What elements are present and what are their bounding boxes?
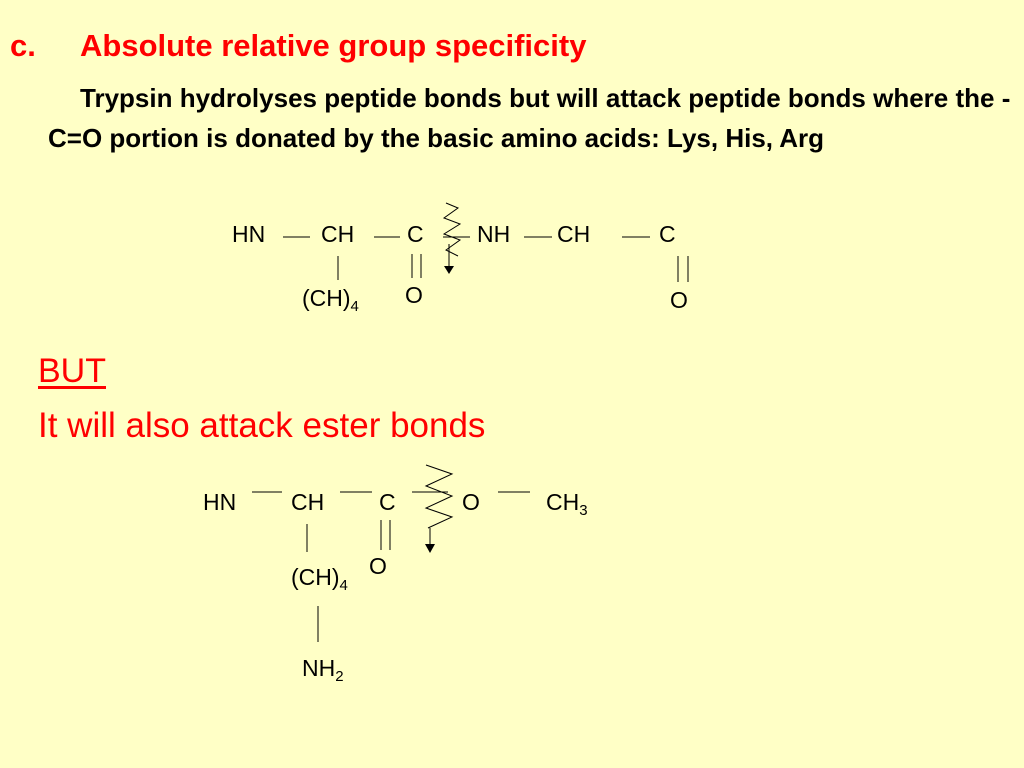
slide-heading: c. Absolute relative group specificity [10,28,586,64]
s2-ch: CH [291,489,325,515]
s2-side-chain: (CH)4 [291,564,348,594]
s1-hn: HN [232,221,266,247]
s1-side-chain: (CH)4 [302,285,359,315]
but-label: BUT [38,352,106,390]
s1-o2: O [670,287,688,313]
s1-arrow-head [444,266,454,274]
s1-ch2: CH [557,221,591,247]
description-paragraph: Trypsin hydrolyses peptide bonds but wil… [48,78,1018,158]
but-statement: It will also attack ester bonds [38,406,486,445]
s2-ch3: CH3 [546,489,588,519]
s1-ch: CH [321,221,355,247]
s1-ch-sub-n: 4 [350,298,359,315]
heading-title: Absolute relative group specificity [80,28,587,63]
s2-ch3-text: CH [546,489,580,515]
s1-zigzag-cleavage [442,202,462,257]
s1-nh: NH [477,221,511,247]
s2-c: C [379,489,396,515]
s2-ch-sub-n: 4 [339,577,348,594]
s1-c: C [407,221,424,247]
s2-nh2-n: 2 [335,668,344,685]
paragraph-text: Trypsin hydrolyses peptide bonds but wil… [48,83,1011,153]
s2-ch-sub: (CH) [291,564,340,590]
s2-hn: HN [203,489,237,515]
s1-o1: O [405,282,423,308]
s1-c2: C [659,221,676,247]
s2-o-carbonyl: O [369,553,387,579]
s1-ch-sub: (CH) [302,285,351,311]
s2-zigzag-cleavage [424,464,454,529]
s2-o-ester: O [462,489,480,515]
s2-arrow-head [425,544,435,553]
heading-label: c. [10,28,36,63]
s2-ch3-n: 3 [579,502,588,519]
s2-nh2-text: NH [302,655,336,681]
s2-nh2: NH2 [302,655,344,685]
